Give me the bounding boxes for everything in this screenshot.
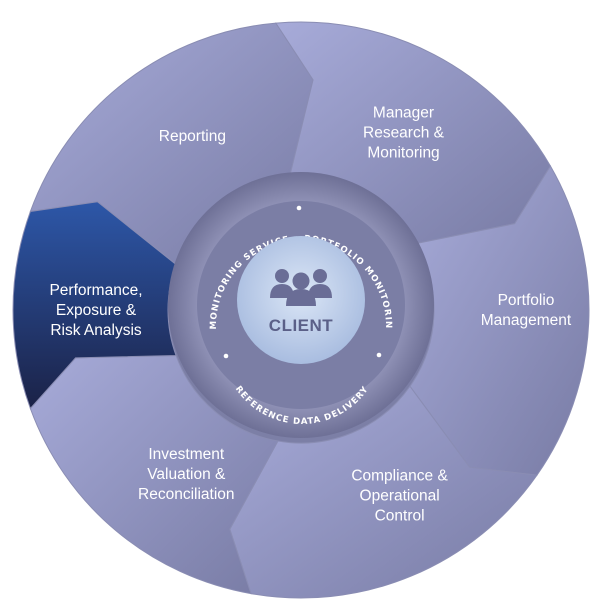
segment-compliance [229, 385, 538, 599]
ring-separator-dot [376, 352, 382, 358]
segment-label-line: Investment [148, 446, 225, 463]
segment-label-line: Research & [363, 124, 445, 141]
ring-separator-dot [223, 353, 229, 359]
segment-label-line: Exposure & [56, 302, 137, 319]
segment-label-line: Monitoring [367, 144, 439, 161]
ring-separator-dot [296, 205, 302, 211]
segment-label-line: Compliance & [351, 467, 448, 484]
segment-label-line: Operational [360, 487, 440, 504]
segment-label-line: Reconciliation [138, 486, 235, 503]
segment-label-line: Portfolio [498, 292, 555, 309]
segment-investment-valuation [29, 354, 279, 595]
segment-label-line: Manager [373, 104, 434, 121]
client-label: CLIENT [269, 316, 334, 335]
people-group-icon [270, 269, 332, 306]
segment-label-line: Performance, [49, 282, 142, 299]
segment-label-line: Management [481, 312, 572, 329]
segment-label-reporting: Reporting [159, 128, 226, 145]
segment-performance [12, 201, 177, 410]
segment-label-line: Reporting [159, 128, 226, 145]
segment-label-line: Control [375, 507, 425, 524]
segment-label-line: Risk Analysis [50, 322, 142, 339]
segment-label-performance: Performance, Exposure & Risk Analysis [49, 282, 142, 339]
segment-label-line: Valuation & [147, 466, 226, 483]
